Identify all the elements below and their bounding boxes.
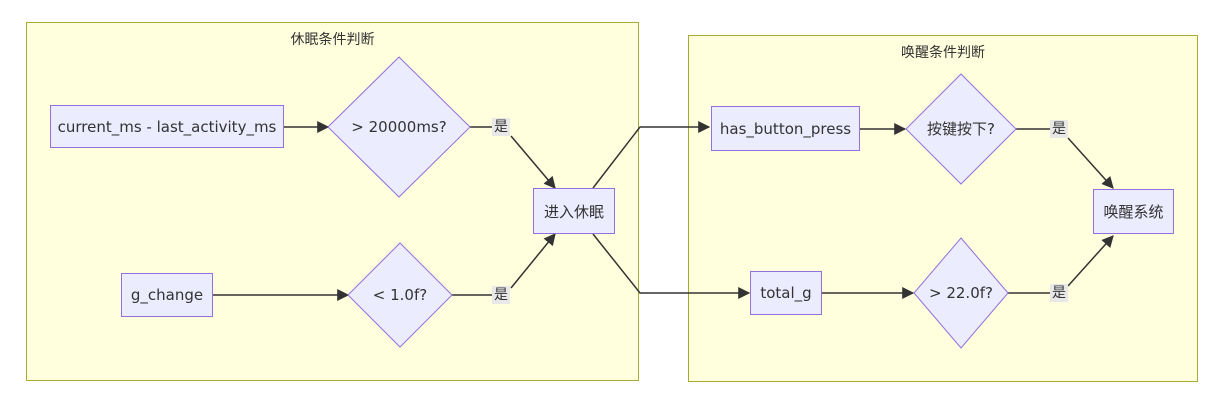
- cond-1-diamond: [347, 242, 453, 348]
- cond-key-diamond: [905, 73, 1017, 185]
- edge-enter-sleep-to-button: [592, 121, 711, 189]
- edge-yes-to-enter-sleep-2: [510, 233, 556, 289]
- cond-1-label: < 1.0f?: [373, 286, 427, 304]
- cond-key-label: 按键按下?: [927, 120, 995, 138]
- edge-label-yes-2: 是: [492, 286, 510, 304]
- edge-yes-to-enter-sleep: [510, 135, 556, 189]
- cond-20000-diamond: [327, 56, 471, 198]
- wake-system-node: 唤醒系统: [1093, 189, 1174, 234]
- current-ms-node: current_ms - last_activity_ms: [50, 105, 284, 148]
- edge-yes-to-wake-2: [1067, 235, 1114, 287]
- edge-label-yes-1: 是: [492, 118, 510, 136]
- cond-22-diamond: [913, 237, 1009, 349]
- edge-enter-sleep-to-totalg: [592, 233, 751, 299]
- sleep-cluster-title: 休眠条件判断: [290, 32, 375, 48]
- has-button-press-node: has_button_press: [711, 106, 860, 151]
- cond-20000-label: > 20000ms?: [351, 118, 446, 136]
- total-g-node: total_g: [750, 271, 822, 315]
- g-change-node: g_change: [121, 273, 213, 317]
- cond-22-label: > 22.0f?: [929, 284, 993, 302]
- wake-cluster-title: 唤醒条件判断: [901, 45, 985, 61]
- edge-yes-to-wake: [1067, 137, 1114, 189]
- edge-label-yes-4: 是: [1050, 284, 1068, 302]
- enter-sleep-node: 进入休眠: [533, 188, 615, 234]
- edge-label-yes-3: 是: [1050, 120, 1068, 138]
